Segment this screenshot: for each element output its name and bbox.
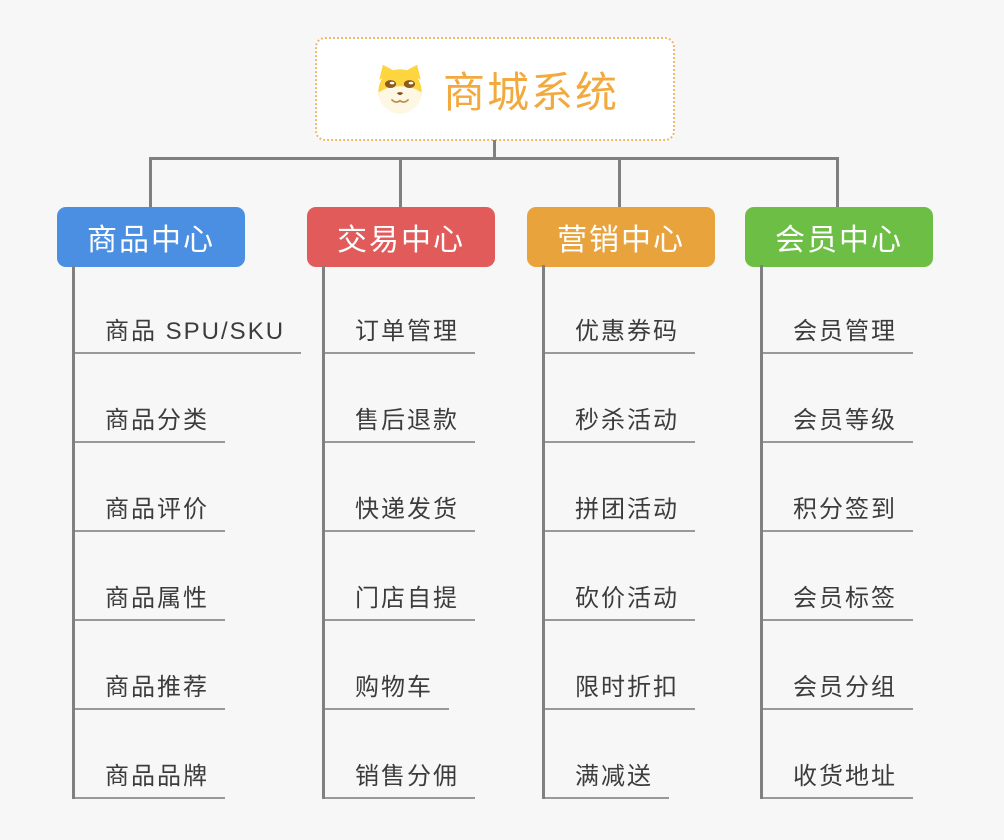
branch-member-center: 会员中心 会员管理 会员等级 积分签到 会员标签 会员分组 收货地址 [745, 207, 975, 799]
leaf-node[interactable]: 商品评价 [75, 489, 225, 532]
leaf-node[interactable]: 商品分类 [75, 400, 225, 443]
leaf-node[interactable]: 限时折扣 [545, 667, 695, 710]
branch-header-marketing[interactable]: 营销中心 [527, 207, 715, 267]
leaf-node[interactable]: 会员等级 [763, 400, 913, 443]
leaf-node[interactable]: 秒杀活动 [545, 400, 695, 443]
leaf-node[interactable]: 订单管理 [325, 311, 475, 354]
leaf-node[interactable]: 销售分佣 [325, 756, 475, 799]
leaf-node[interactable]: 快递发货 [325, 489, 475, 532]
branch-trunk-marketing: 优惠券码 秒杀活动 拼团活动 砍价活动 限时折扣 满减送 [542, 265, 695, 799]
leaf-node[interactable]: 会员分组 [763, 667, 913, 710]
root-title: 商城系统 [442, 68, 619, 116]
branch-trunk-member: 会员管理 会员等级 积分签到 会员标签 会员分组 收货地址 [760, 265, 913, 799]
branch-trunk-product: 商品 SPU/SKU 商品分类 商品评价 商品属性 商品推荐 商品品牌 [72, 265, 302, 799]
leaf-node[interactable]: 优惠券码 [545, 311, 695, 354]
leaf-node[interactable]: 门店自提 [325, 578, 475, 621]
leaf-node[interactable]: 会员标签 [763, 578, 913, 621]
connector-drop-trade [399, 157, 402, 209]
branch-label: 会员中心 [775, 224, 903, 257]
leaf-node[interactable]: 商品推荐 [75, 667, 225, 710]
branch-marketing-center: 营销中心 优惠券码 秒杀活动 拼团活动 砍价活动 限时折扣 满减送 [527, 207, 757, 799]
branch-label: 营销中心 [557, 224, 685, 257]
dog-icon [378, 64, 422, 114]
leaf-node[interactable]: 拼团活动 [545, 489, 695, 532]
branch-header-member[interactable]: 会员中心 [745, 207, 933, 267]
leaf-node[interactable]: 满减送 [545, 756, 669, 799]
branch-product-center: 商品中心 商品 SPU/SKU 商品分类 商品评价 商品属性 商品推荐 商品品牌 [57, 207, 302, 799]
leaf-node[interactable]: 商品属性 [75, 578, 225, 621]
connector-root-stem [493, 140, 496, 159]
connector-drop-member [836, 157, 839, 209]
leaf-node[interactable]: 购物车 [325, 667, 449, 710]
branch-header-product[interactable]: 商品中心 [57, 207, 245, 267]
leaf-node[interactable]: 商品 SPU/SKU [75, 311, 302, 354]
branch-header-trade[interactable]: 交易中心 [307, 207, 495, 267]
leaf-node[interactable]: 售后退款 [325, 400, 475, 443]
connector-drop-product [149, 157, 152, 209]
root-node[interactable]: 商城系统 [315, 37, 675, 141]
leaf-node[interactable]: 收货地址 [763, 756, 913, 799]
branch-label: 商品中心 [87, 224, 215, 257]
branch-trunk-trade: 订单管理 售后退款 快递发货 门店自提 购物车 销售分佣 [322, 265, 475, 799]
branch-trade-center: 交易中心 订单管理 售后退款 快递发货 门店自提 购物车 销售分佣 [307, 207, 537, 799]
leaf-node[interactable]: 商品品牌 [75, 756, 225, 799]
connector-horizontal-bar [149, 157, 839, 160]
leaf-node[interactable]: 积分签到 [763, 489, 913, 532]
leaf-node[interactable]: 会员管理 [763, 311, 913, 354]
leaf-node[interactable]: 砍价活动 [545, 578, 695, 621]
connector-drop-marketing [618, 157, 621, 209]
branch-label: 交易中心 [337, 224, 465, 257]
